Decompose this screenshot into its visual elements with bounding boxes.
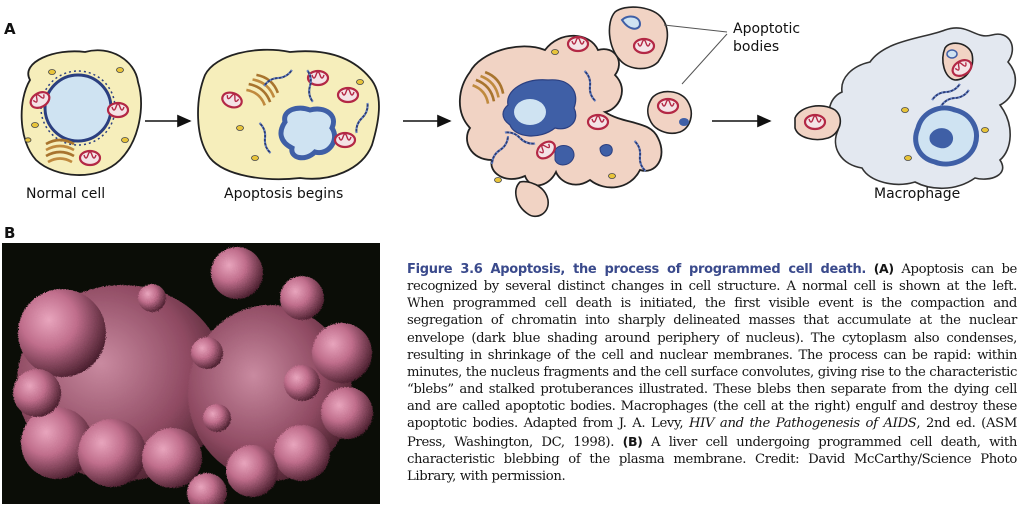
caption-marker-a: (A) xyxy=(873,261,894,276)
label-normal-cell: Normal cell xyxy=(26,186,106,202)
leader-line-2 xyxy=(681,33,728,85)
sem-liver-cell-image xyxy=(2,243,380,504)
panel-b-letter: B xyxy=(4,224,16,242)
apoptosis-diagram xyxy=(20,6,1017,218)
normal-cell xyxy=(20,49,142,176)
figure-caption: Figure 3.6 Apoptosis, the process of pro… xyxy=(407,260,1017,485)
caption-text-a-end: , 2nd ed. (ASM Press, Washington, DC, 19… xyxy=(407,416,1017,450)
label-macrophage: Macrophage xyxy=(874,186,961,202)
apoptotic-body-2 xyxy=(647,90,692,135)
label-apoptotic-bodies: Apoptotic bodies xyxy=(733,21,801,55)
caption-title: Figure 3.6 Apoptosis, the process of pro… xyxy=(407,262,867,277)
blebbing-cell xyxy=(458,34,663,218)
panel-a-letter: A xyxy=(4,20,16,38)
caption-book-title: HIV and the Pathogenesis of AIDS xyxy=(688,416,917,432)
caption-marker-b: (B) xyxy=(622,433,643,449)
panel-a: A xyxy=(0,0,1030,230)
apoptotic-body-1 xyxy=(608,6,669,70)
leader-line-1 xyxy=(663,24,728,33)
caption-text-a: Apoptosis can be recognized by several d… xyxy=(407,262,1018,432)
apoptosis-begins-cell xyxy=(197,48,380,181)
caption-text-b: A liver cell undergoing programmed cell … xyxy=(407,434,1017,484)
sem-micrograph xyxy=(2,243,380,504)
macrophage-cell xyxy=(794,27,1017,190)
label-apoptosis-begins: Apoptosis begins xyxy=(224,186,344,202)
